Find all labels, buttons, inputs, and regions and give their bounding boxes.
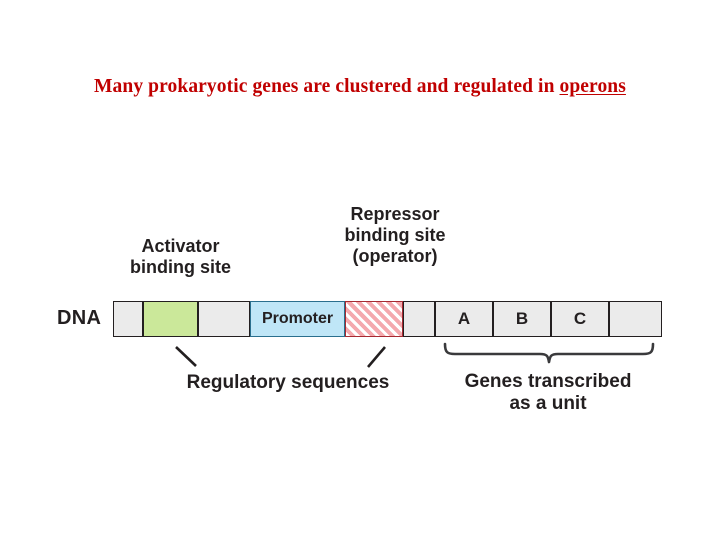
page-title-text: Many prokaryotic genes are clustered and…	[94, 76, 560, 97]
dna-segment-spacer-mid	[198, 301, 250, 337]
regulatory-label-line-1: Regulatory sequences	[186, 372, 390, 393]
dna-segment-label: C	[573, 309, 587, 328]
dna-segment-gene-b: B	[493, 301, 551, 337]
leader-line-right-icon	[367, 346, 386, 368]
activator-label-line-1: Activator	[141, 236, 220, 256]
repressor-label-line-3: (operator)	[352, 246, 438, 267]
dna-segment-label: A	[457, 309, 471, 328]
repressor-label-line-1: Repressor	[350, 204, 440, 224]
activator-label-line-2: binding site	[130, 257, 231, 278]
regulatory-sequences-label: Regulatory sequences	[143, 372, 433, 394]
dna-segment-label: Promoter	[261, 310, 334, 327]
dna-segment-promoter: Promoter	[250, 301, 345, 337]
page-title-keyword: operons	[559, 76, 626, 97]
genes-label-line-2: as a unit	[509, 393, 587, 415]
repressor-binding-site-label: Repressor binding site (operator)	[315, 204, 475, 267]
page-title: Many prokaryotic genes are clustered and…	[0, 76, 720, 98]
dna-label: DNA	[57, 307, 102, 329]
dna-segment-gene-c: C	[551, 301, 609, 337]
dna-strand-bar: Promoter A B C	[113, 301, 662, 337]
dna-segment-gene-a: A	[435, 301, 493, 337]
repressor-label-line-2: binding site	[344, 225, 446, 246]
dna-segment-label: B	[515, 309, 529, 328]
dna-segment-spacer-left	[113, 301, 143, 337]
genes-transcribed-label: Genes transcribed as a unit	[428, 371, 668, 416]
dna-segment-operator	[345, 301, 403, 337]
genes-label-line-1: Genes transcribed	[464, 371, 632, 392]
activator-binding-site-label: Activator binding site	[98, 236, 263, 278]
dna-segment-spacer-gene	[403, 301, 435, 337]
dna-segment-spacer-right	[609, 301, 662, 337]
dna-segment-activator-site	[143, 301, 198, 337]
curly-brace-icon	[443, 342, 655, 364]
leader-line-left-icon	[175, 346, 197, 367]
